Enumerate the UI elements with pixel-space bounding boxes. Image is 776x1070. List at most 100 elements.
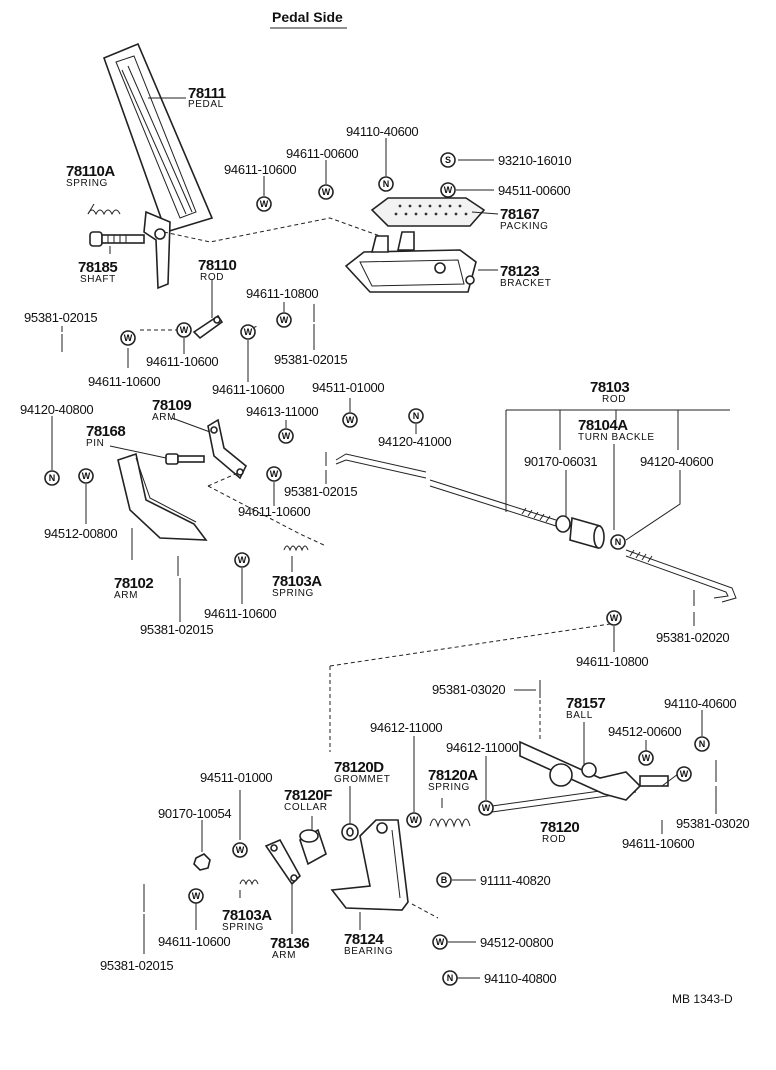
rod-78110-illustration	[192, 314, 224, 340]
svg-text:N: N	[615, 537, 622, 547]
pedal-illustration	[102, 42, 214, 290]
part-caption-78120d: GROMMET	[334, 774, 390, 785]
svg-text:W: W	[322, 187, 331, 197]
svg-text:W: W	[680, 769, 689, 779]
part-labels: 78111 PEDAL 78110A SPRING 78185 SHAFT 78…	[66, 85, 655, 961]
washer-icon: W	[478, 800, 494, 816]
arm-78136-illustration	[264, 838, 301, 886]
svg-text:N: N	[383, 179, 390, 189]
hw-94611-10600-f: 94611-10600	[204, 606, 276, 621]
part-number-78104a: 78104A	[578, 417, 628, 434]
part-number-78120: 78120	[540, 819, 579, 836]
hw-95381-03020-a: 95381-03020	[432, 682, 505, 697]
washer-icon: W	[676, 766, 692, 782]
part-number-78157: 78157	[566, 695, 605, 712]
leader-lines	[51, 97, 730, 979]
packing-illustration	[370, 197, 486, 227]
part-caption-78123: BRACKET	[500, 278, 551, 289]
part-caption-78109: ARM	[152, 412, 176, 423]
hw-94611-10800-b: 94611-10800	[576, 654, 648, 669]
svg-text:B: B	[441, 875, 448, 885]
hw-94110-40800: 94110-40800	[484, 971, 556, 986]
hw-94611-10600-b: 94611-10600	[146, 354, 218, 369]
washer-icon: W	[188, 888, 204, 904]
hw-94512-00800-a: 94512-00800	[44, 526, 117, 541]
hw-94611-00600: 94611-00600	[286, 146, 358, 161]
svg-text:W: W	[642, 753, 651, 763]
washer-icon: W	[638, 750, 654, 766]
svg-text:W: W	[270, 469, 279, 479]
part-number-78110: 78110	[198, 257, 237, 274]
washer-icon: W	[266, 466, 282, 482]
svg-text:W: W	[482, 803, 491, 813]
washer-icon: W	[318, 184, 334, 200]
hw-95381-03020-b: 95381-03020	[676, 816, 749, 831]
hw-94512-00600: 94512-00600	[608, 724, 681, 739]
hw-94120-41000: 94120-41000	[378, 434, 451, 449]
hw-94110-40600-top: 94110-40600	[346, 124, 418, 139]
hw-94511-01000-b: 94511-01000	[200, 770, 272, 785]
hw-94110-40600-bottom: 94110-40600	[664, 696, 736, 711]
svg-text:N: N	[49, 473, 56, 483]
part-number-78167: 78167	[500, 206, 539, 223]
hw-94611-10600-h: 94611-10600	[158, 934, 230, 949]
part-caption-78103: ROD	[602, 394, 626, 405]
part-number-78102: 78102	[114, 575, 153, 592]
part-caption-78103a-bottom: SPRING	[222, 922, 264, 933]
washer-icon: W	[440, 182, 456, 198]
diagram-title: Pedal Side	[272, 9, 343, 25]
rod-78120-illustration	[491, 740, 669, 813]
part-number-78123: 78123	[500, 263, 539, 280]
collar-illustration	[299, 828, 327, 866]
washer-icon: W	[278, 428, 294, 444]
pin-illustration	[165, 453, 205, 465]
bearing-illustration	[330, 819, 409, 911]
part-number-78136: 78136	[270, 935, 309, 952]
hw-94611-10600-c: 94611-10600	[88, 374, 160, 389]
washer-icon: W	[232, 842, 248, 858]
hw-93210-16010: 93210-16010	[498, 153, 571, 168]
svg-text:N: N	[447, 973, 454, 983]
hw-94611-10800-a: 94611-10800	[246, 286, 318, 301]
screw-icon: S	[440, 152, 456, 168]
part-number-78103a-top: 78103A	[272, 573, 322, 590]
svg-text:W: W	[238, 555, 247, 565]
bracket-78123-illustration	[344, 231, 477, 293]
cotter-pins	[61, 304, 717, 912]
part-number-78111: 78111	[188, 85, 226, 102]
hw-94512-00800-b: 94512-00800	[480, 935, 553, 950]
washer-icon: W	[234, 552, 250, 568]
hw-94611-10600-g: 94611-10600	[622, 836, 694, 851]
svg-text:W: W	[192, 891, 201, 901]
svg-text:W: W	[282, 431, 291, 441]
part-caption-78110a: SPRING	[66, 178, 108, 189]
part-caption-78120a: SPRING	[428, 782, 470, 793]
part-number-78110a: 78110A	[66, 163, 115, 180]
part-number-78109: 78109	[152, 397, 191, 414]
spring-78120a-illustration	[429, 818, 471, 828]
part-caption-78157: BALL	[566, 710, 593, 721]
part-number-78124: 78124	[344, 931, 384, 948]
part-number-78120a: 78120A	[428, 767, 478, 784]
part-number-78120d: 78120D	[334, 759, 384, 776]
svg-text:W: W	[124, 333, 133, 343]
arm-78109-illustration	[207, 418, 248, 480]
hardware-symbols: W W N S W W W W W W W N N W W W N W W N …	[44, 152, 710, 986]
part-caption-78120f: COLLAR	[284, 802, 328, 813]
part-caption-78120: ROD	[542, 834, 566, 845]
part-caption-78185: SHAFT	[80, 274, 116, 285]
nut-icon: N	[442, 970, 458, 986]
hw-94611-10600-d: 94611-10600	[212, 382, 284, 397]
washer-icon: W	[176, 322, 192, 338]
washer-icon: W	[606, 610, 622, 626]
washer-icon: W	[256, 196, 272, 212]
nut-icon: N	[378, 176, 394, 192]
svg-text:W: W	[610, 613, 619, 623]
hw-94120-40800: 94120-40800	[20, 402, 93, 417]
svg-text:W: W	[346, 415, 355, 425]
hw-94613-11000: 94613-11000	[246, 404, 318, 419]
part-number-78168: 78168	[86, 423, 125, 440]
nut-90170-10054-illustration	[193, 853, 211, 871]
bolt-icon: B	[436, 872, 452, 888]
part-caption-78104a: TURN BACKLE	[578, 432, 655, 443]
